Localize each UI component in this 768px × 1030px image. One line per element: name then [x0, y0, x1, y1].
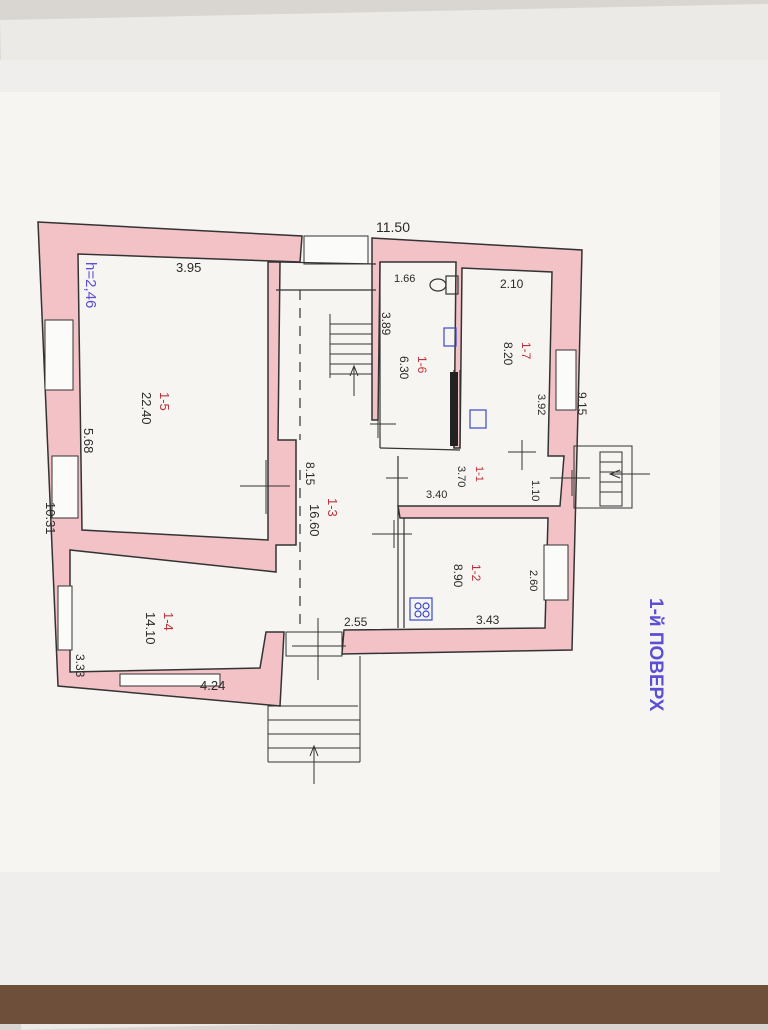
window-left-upper: [44, 319, 74, 391]
boiler-icon: [469, 409, 487, 429]
room-1-5-dim-side: 5.68: [81, 428, 96, 453]
room-1-5-id: 1-5: [157, 392, 172, 411]
stove-icon: [409, 597, 433, 621]
walls: [37, 221, 583, 707]
room-1-6-area: 6.30: [397, 356, 411, 380]
ceiling-height: h=2,46: [82, 262, 99, 308]
room-1-3-id: 1-3: [325, 498, 340, 517]
room-1-4-id: 1-4: [161, 612, 176, 631]
room-1-1-dim-bottom: 3.40: [426, 489, 447, 501]
room-1-6-dim-top: 1.66: [394, 273, 415, 285]
room-1-5-area: 22.40: [139, 392, 154, 425]
room-1-1-id: 1-1: [473, 466, 485, 482]
window-right-lower: [543, 544, 569, 601]
window-left-lower: [51, 455, 79, 519]
side-stairs: [573, 445, 650, 509]
windows: [44, 235, 577, 687]
room-1-7-id: 1-7: [519, 342, 533, 360]
window-top: [303, 235, 369, 265]
partitions: [275, 261, 461, 628]
outer-wall-left-wing: [37, 221, 303, 707]
room-1-1-dim-side: 1.10: [529, 480, 541, 501]
chimney-icon: [450, 372, 458, 446]
door-marks: [240, 410, 590, 680]
room-1-5-dim-top: 3.95: [176, 260, 201, 275]
outer-top-width: 11.50: [376, 219, 410, 235]
room-1-4-dim-side: 3.33: [73, 654, 87, 678]
outer-left-height: 10.31: [43, 502, 58, 535]
room-1-7-area: 8.20: [501, 342, 515, 366]
labels: 11.50 10.31 9.15 h=2,46 3.95 5.68 1-5 22…: [43, 219, 666, 712]
room-1-4-dim-bottom: 4.24: [200, 678, 225, 693]
room-1-2-dim-side: 2.60: [527, 570, 539, 591]
room-1-1-area: 3.70: [455, 466, 467, 487]
room-1-3-dim-side: 8.15: [303, 462, 317, 486]
outer-right-height: 9.15: [575, 392, 589, 416]
room-1-3-dim-bottom: 2.55: [344, 615, 368, 629]
room-1-2-id: 1-2: [469, 564, 483, 582]
window-right-upper: [555, 349, 577, 411]
entrance-stairs: [267, 631, 361, 784]
toilet-icon: [429, 275, 459, 295]
room-1-3-area: 16.60: [307, 504, 322, 537]
fixtures: [409, 327, 487, 621]
window-left-bottom: [57, 585, 73, 651]
sink-icon: [443, 327, 457, 347]
room-1-6-dim-side: 3.89: [379, 312, 393, 336]
room-1-7-dim-top: 2.10: [500, 277, 524, 291]
room-1-2-dim-bottom: 3.43: [476, 613, 500, 627]
window-bottom: [119, 673, 221, 687]
desk-surface: [0, 985, 768, 1024]
interior-stairs: [329, 314, 372, 396]
room-1-6-id: 1-6: [415, 356, 429, 374]
floor-stamp: 1-й ПОВЕРХ: [645, 598, 666, 712]
room-1-4-area: 14.10: [143, 612, 158, 645]
room-1-2-area: 8.90: [451, 564, 465, 588]
room-1-7-dim-side: 3.92: [535, 394, 547, 415]
